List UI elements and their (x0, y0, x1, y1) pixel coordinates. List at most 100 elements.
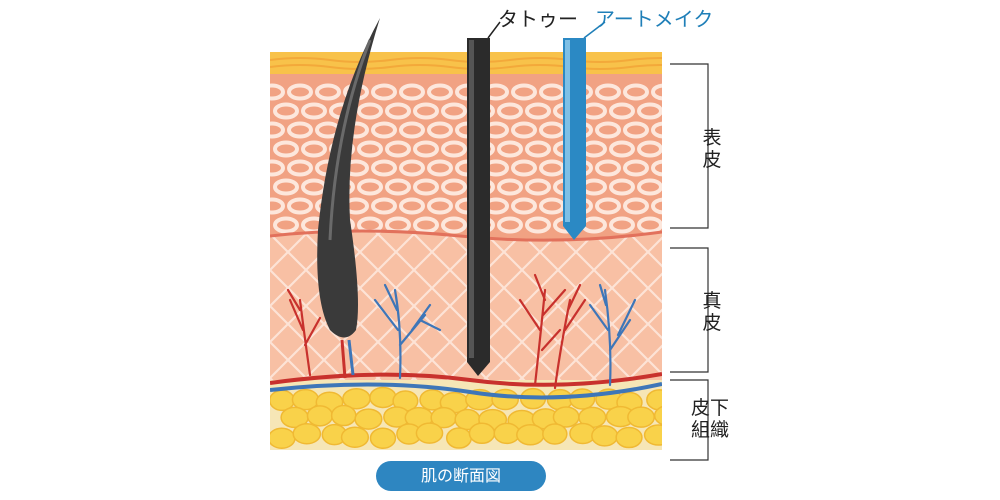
epidermis-cell (637, 102, 662, 120)
fat-cell-icon (445, 427, 473, 449)
epidermis-cell (399, 159, 425, 177)
epidermis-cell (385, 102, 411, 120)
epidermis-cell (511, 197, 537, 215)
epidermis-cell (497, 102, 523, 120)
fat-cell-icon (653, 405, 662, 426)
fat-cell-icon (468, 422, 496, 445)
epidermis-cell (525, 178, 551, 196)
epidermis-cell (399, 197, 425, 215)
epidermis-cell (413, 140, 439, 158)
fat-cell-icon (516, 424, 545, 446)
fat-cell-icon (340, 426, 370, 448)
epidermis-cell (357, 178, 383, 196)
art-makeup-label: アートメイク (595, 7, 714, 31)
epidermis-cell (385, 178, 411, 196)
epidermis-cell (497, 216, 523, 234)
epidermis-cell (427, 159, 453, 177)
epidermis-cell (651, 121, 662, 139)
epidermis-cell (525, 216, 551, 234)
epidermis-cell (315, 83, 341, 101)
hair-icon (317, 18, 380, 379)
epidermis-cell (595, 159, 621, 177)
epidermis-cell (413, 102, 439, 120)
fat-cell-icon (591, 425, 619, 447)
fat-cell-icon (292, 423, 322, 445)
art-makeup-leader-line (583, 21, 606, 39)
epidermis-cell (511, 121, 537, 139)
fat-cell-icon (643, 424, 662, 446)
epidermis-cell (637, 216, 662, 234)
fat-cell-icon (542, 423, 568, 445)
epidermis-cell (270, 197, 285, 215)
epidermis-cell (651, 197, 662, 215)
epidermis-cell (287, 159, 313, 177)
fat-cell-icon (306, 405, 334, 427)
epidermis-cell (595, 197, 621, 215)
epidermis-cell (399, 83, 425, 101)
fat-cell-icon (491, 388, 519, 411)
vein-main (270, 382, 662, 400)
epidermis-cell (609, 140, 635, 158)
epidermis-cell (357, 140, 383, 158)
epidermis-cell (623, 159, 649, 177)
epidermis-cell (427, 197, 453, 215)
epidermis-cell (441, 140, 467, 158)
blood-vessel-icon (286, 273, 637, 390)
fat-cell-icon (354, 408, 383, 430)
epidermis-cell (497, 140, 523, 158)
epidermis-cell (270, 121, 285, 139)
diagram-title: 肌の断面図 (376, 461, 546, 491)
fat-cell-icon (627, 406, 655, 428)
epidermis-cell (609, 178, 635, 196)
epidermis-cell (623, 197, 649, 215)
epidermis-cell (667, 143, 689, 156)
fat-cell-icon (646, 389, 662, 411)
epidermis-cell (623, 83, 649, 101)
epidermis-cell (301, 140, 327, 158)
epidermis-cell (595, 121, 621, 139)
epidermis-cell (609, 216, 635, 234)
epidermis-cell (287, 83, 313, 101)
epidermis-cell (623, 121, 649, 139)
fat-cell-icon (615, 426, 643, 449)
fat-cell-icon (493, 422, 521, 445)
epidermis-cell (371, 83, 397, 101)
tattoo-leader-line (487, 21, 501, 39)
epidermis-cell (497, 178, 523, 196)
epidermis-cell (511, 159, 537, 177)
dermis-layer (270, 231, 662, 380)
epidermis-cell (525, 140, 551, 158)
epidermis-cell (651, 159, 662, 177)
dermis-label: 真皮 (702, 290, 722, 334)
epidermis-cell (385, 140, 411, 158)
fat-cell-icon (369, 427, 397, 449)
art-makeup-needle-icon (563, 38, 586, 240)
epidermis-cell (287, 121, 313, 139)
fat-cells (270, 386, 662, 449)
fat-cell-icon (270, 427, 296, 449)
fat-cell-icon (569, 388, 596, 410)
epidermis-cell (287, 197, 313, 215)
epidermis-cell (273, 102, 299, 120)
epidermis-cell (667, 219, 689, 232)
epidermis-cell (427, 83, 453, 101)
epidermis-cell (651, 83, 662, 101)
epidermis-cell (441, 216, 467, 234)
epidermis-cell (399, 121, 425, 139)
epidermis-cell (371, 197, 397, 215)
epidermis-cell (413, 178, 439, 196)
epidermis-cell (270, 83, 285, 101)
epidermis-cell (371, 121, 397, 139)
tattoo-label: タトゥー (498, 7, 578, 31)
epidermis-cell (667, 181, 689, 194)
epidermis-cell (637, 178, 662, 196)
subcutaneous-label: 皮下組織 (690, 397, 729, 441)
epidermis-cell (441, 102, 467, 120)
epidermis-cell (667, 105, 689, 118)
epidermis-cell (609, 102, 635, 120)
epidermis-cell (273, 216, 299, 234)
epidermis-cell (595, 83, 621, 101)
epidermis-cell (371, 159, 397, 177)
epidermis-cell (427, 121, 453, 139)
